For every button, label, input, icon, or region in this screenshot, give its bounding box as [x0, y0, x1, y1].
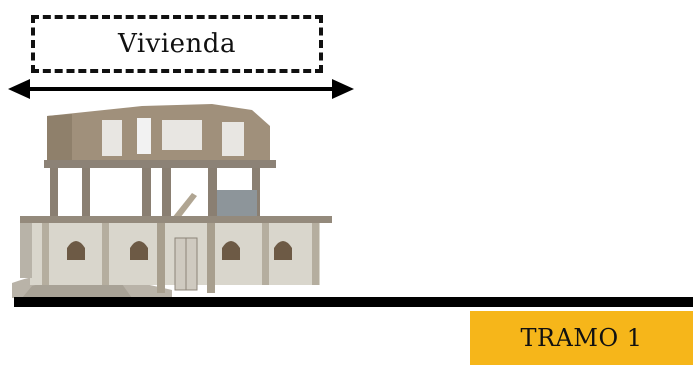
house-illustration [12, 98, 334, 298]
tramo-label: TRAMO 1 [520, 324, 642, 352]
tramo-segment-box: TRAMO 1 [470, 311, 693, 365]
ground-line [14, 297, 693, 307]
vivienda-label-box: Vivienda [31, 15, 323, 73]
vivienda-label: Vivienda [118, 29, 236, 59]
